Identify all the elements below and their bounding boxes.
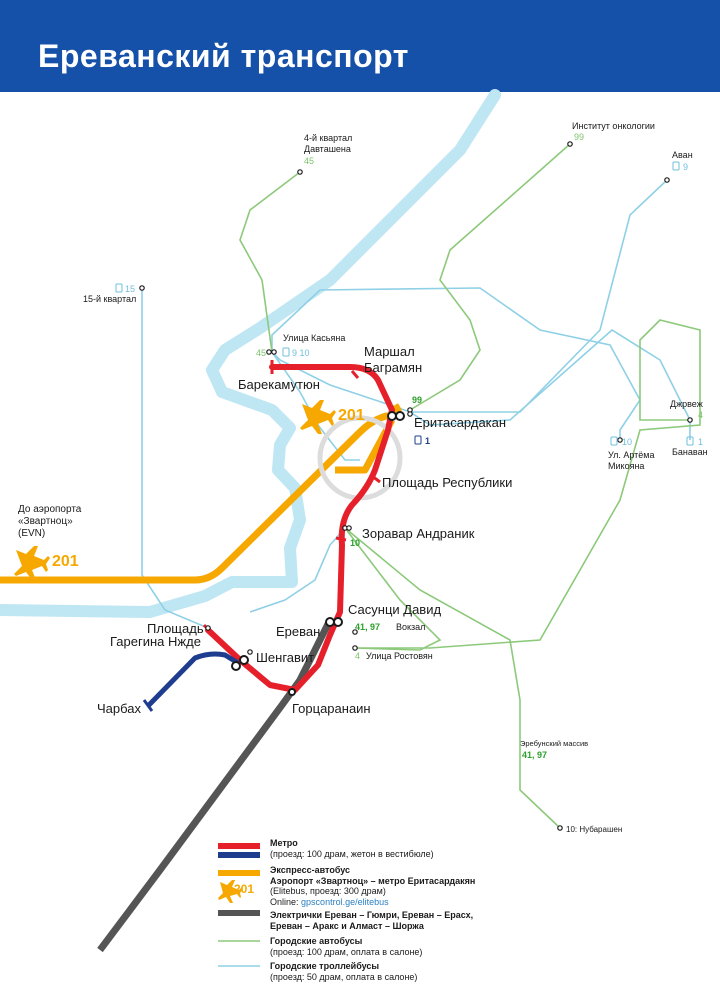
stop-davtashen-line1: 4-й квартал [304,133,352,143]
legend-metro-title: Метро [270,838,298,848]
river [0,89,501,618]
stop-banavan-trolley: 1 [698,437,703,447]
stop-yeritasardakan-bus: 99 [412,395,422,405]
stop-kasyana-trolley: 9 10 [292,348,310,358]
stop-avan: Аван [672,150,693,160]
stop-rostovyan-bus: 4 [355,651,360,661]
metro-main-line [205,364,395,693]
station-sasunci: Сасунци Давид [348,602,441,617]
stop-dots [139,141,693,831]
station-barekamutyun: Барекамутюн [238,377,320,392]
legend-express-online-label: Online: [270,896,299,907]
station-republic: Площадь Республики [382,475,512,490]
bus-icon [414,435,422,445]
bus-lines [239,143,701,829]
legend-express-title: Экспресс-автобус [270,865,351,875]
station-yerevan: Ереван [276,624,320,639]
stop-kvartal15: 15-й квартал [83,294,136,304]
trolleybus-icon [115,161,694,446]
stop-davtashen-bus: 45 [304,156,314,166]
station-marshal-line1: Маршал [364,344,415,359]
legend-express-desc: (Elitebus, проезд: 300 драм) [270,886,386,896]
legend-swatches [218,843,260,967]
legend-bus-title: Городские автобусы [270,936,363,946]
stop-avan-trolley: 9 [683,162,688,172]
legend-express-route: Аэропорт «Звартноц» – метро Еритасардакя… [270,875,476,886]
plane-icon [300,400,336,434]
stop-oncology-bus: 99 [574,132,584,142]
stop-kasyana: Улица Касьяна [283,333,345,343]
metro-charbakh-branch [146,651,240,708]
railway-line [97,618,334,953]
legend-metro-desc: (проезд: 100 драм, жетон в вестибюле) [270,848,434,859]
stop-banavan: Банаван [672,447,708,457]
airport-label-line3: (EVN) [18,528,45,539]
legend-trolley-desc: (проезд: 50 драм, оплата в салоне) [270,971,418,982]
stop-kasyana-bus: 45 [256,348,266,358]
stop-kvartal15-trolley: 15 [125,284,135,294]
stop-yeritasardakan-trolley: 1 [425,436,430,446]
station-charbakh: Чарбах [97,701,142,716]
station-garegin-line1: Площадь [147,621,204,636]
express-number-center: 201 [338,407,365,424]
stop-mikoyan-trolley: 10 [622,437,632,447]
station-shengavit: Шенгавит [256,650,314,665]
station-zoravar: Зоравар Андраник [362,526,475,541]
legend-express-number: 201 [234,882,254,896]
legend-rail-line2: Ереван – Аракс и Алмаст – Шоржа [270,920,424,931]
stop-nubarashen: 10: Нубарашен [566,825,622,834]
stop-oncology: Институт онкологии [572,121,655,131]
airport-label-line2: «Звартноц» [18,516,73,527]
legend-trolley-title: Городские троллейбусы [270,961,380,971]
legend-rail-line1: Электрички Ереван – Гюмри, Ереван – Ерас… [270,910,474,920]
metro-interchanges [231,411,405,696]
airport-label-line1: До аэропорта [18,504,82,515]
stop-rostovyan: Улица Ростовян [366,651,433,661]
stop-mikoyan-line1: Ул. Артёма [608,450,655,460]
page-title: Ереванский транспорт [38,38,409,74]
stop-vokzal-bus: 41, 97 [355,622,380,632]
stop-dzhrvezh: Джрвеж [670,399,703,409]
stop-mikoyan-line2: Микояна [608,461,644,471]
stop-dzhrvezh-bus: 4 [698,410,703,420]
station-garegin-line2: Гарегина Нжде [110,634,201,649]
header-bar: Ереванский транспорт [0,0,720,92]
stop-erebuni-bus: 41, 97 [522,750,547,760]
stop-davtashen-line2: Давташена [304,144,351,154]
legend-bus-desc: (проезд: 100 драм, оплата в салоне) [270,946,423,957]
station-marshal-line2: Баграмян [364,360,422,375]
station-yeritasardakan: Еритасардакан [414,415,506,430]
stop-vokzal: Вокзал [396,622,425,632]
station-gortsaranain: Горцаранаин [292,701,371,716]
legend-express-link[interactable]: gpscontrol.ge/elitebus [301,896,389,907]
plane-icon [14,546,50,580]
stop-zoravar-bus: 10 [350,538,360,548]
express-number-airport: 201 [52,553,79,570]
stop-erebuni: Эребунский массив [520,739,588,748]
